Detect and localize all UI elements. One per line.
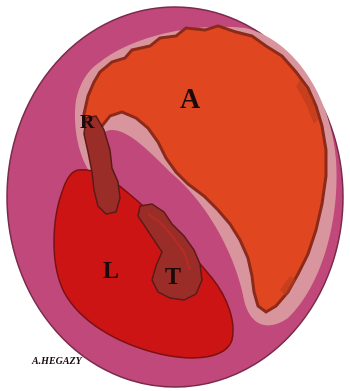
author-credit: A.HEGAZY xyxy=(31,356,83,367)
label-a: A xyxy=(180,84,201,115)
label-r: R xyxy=(80,111,95,133)
label-t: T xyxy=(165,264,181,290)
label-l: L xyxy=(103,258,119,284)
